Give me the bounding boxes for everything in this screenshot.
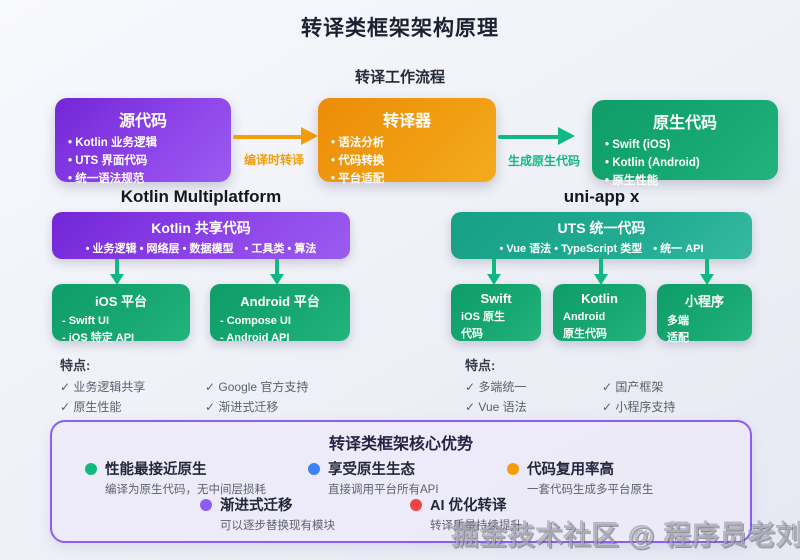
- arrow-right-line: [498, 135, 560, 139]
- advantage-desc: 编译为原生代码，无中间层损耗: [105, 484, 266, 496]
- ios-platform-item: - iOS 特定 API: [62, 331, 135, 344]
- transpiler-item: • 平台适配: [331, 172, 385, 185]
- uniapp-feature: ✓ 多端统一: [465, 380, 527, 394]
- arrow-right-line: [233, 135, 303, 139]
- advantage-title: 渐进式迁移: [220, 498, 293, 514]
- kmp-feature: ✓ 业务逻辑共享: [60, 380, 146, 394]
- advantage-title: 代码复用率高: [527, 462, 614, 478]
- kotlin-output-item: 原生代码: [563, 327, 607, 340]
- advantage-desc: 直接调用平台所有API: [328, 484, 439, 496]
- ios-platform-title: iOS 平台: [94, 294, 147, 309]
- uniapp-feature: ✓ 国产框架: [602, 380, 664, 394]
- transpiler-item: • 语法分析: [331, 137, 385, 149]
- connector-line: [705, 259, 709, 275]
- bullet-dot-icon: [308, 462, 320, 475]
- connector-line: [115, 259, 119, 275]
- arrow2-label: 生成原生代码: [507, 154, 580, 168]
- uniapp-section-header: uni-app x: [563, 187, 640, 206]
- bullet-dot-icon: [200, 498, 212, 511]
- connector-arrow-icon: [270, 274, 284, 285]
- kmp-feature: ✓ 原生性能: [60, 400, 122, 414]
- miniprogram-output-box: 小程序 多端 适配: [657, 284, 752, 344]
- kotlin-output-item: Android: [563, 311, 606, 323]
- connector-line: [492, 259, 496, 275]
- arrow-right-head-icon: [301, 127, 318, 145]
- ios-platform-item: - Swift UI: [62, 315, 110, 327]
- kotlin-output-box: Kotlin Android 原生代码: [553, 284, 646, 341]
- uts-shared-subtitle: • Vue 语法 • TypeScript 类型 • 统一 API: [499, 243, 704, 255]
- bullet-dot-icon: [85, 462, 97, 475]
- advantage-desc: 一套代码生成多平台原生: [527, 484, 654, 496]
- native-code-item: • Swift (iOS): [605, 139, 671, 151]
- arrow-right-head-icon: [558, 127, 575, 145]
- transpiler-box: 转译器 • 语法分析 • 代码转换 • 平台适配: [318, 98, 496, 185]
- miniprogram-output-item: 多端: [667, 315, 689, 327]
- watermark-text: 掘金技术社区 @ 程序员老刘: [452, 521, 800, 551]
- android-platform-box: Android 平台 - Compose UI - Android API: [210, 284, 350, 344]
- transpiler-item: • 代码转换: [331, 154, 385, 167]
- source-code-item: • 统一语法规范: [68, 172, 145, 185]
- flow-section-title: 转译工作流程: [354, 69, 445, 86]
- kmp-feature: ✓ 渐进式迁移: [205, 400, 279, 414]
- connector-arrow-icon: [487, 274, 501, 285]
- advantage-title: 享受原生生态: [328, 462, 415, 478]
- connector-line: [599, 259, 603, 275]
- kmp-shared-title: Kotlin 共享代码: [151, 220, 251, 236]
- kmp-shared-code-bar: Kotlin 共享代码 • 业务逻辑 • 网络层 • 数据模型 • 工具类 • …: [52, 212, 350, 259]
- kotlin-output-title: Kotlin: [581, 291, 618, 306]
- advantage-title: 性能最接近原生: [105, 462, 207, 478]
- core-advantages-title: 转译类框架核心优势: [328, 436, 473, 453]
- android-platform-title: Android 平台: [240, 294, 320, 309]
- advantage-item: AI 优化转译 转译质量持续提升: [410, 494, 522, 533]
- connector-arrow-icon: [110, 274, 124, 285]
- advantage-item: 性能最接近原生 编译为原生代码，无中间层损耗: [85, 458, 266, 497]
- uniapp-features-label: 特点:: [465, 358, 496, 373]
- uniapp-feature: ✓ 小程序支持: [602, 400, 676, 414]
- transpiler-box-title: 转译器: [382, 113, 431, 130]
- swift-output-item: iOS 原生: [461, 311, 506, 323]
- core-advantages-panel: [50, 420, 752, 543]
- swift-output-item: 代码: [461, 327, 483, 340]
- swift-output-title: Swift: [480, 291, 512, 306]
- advantage-item: 渐进式迁移 可以逐步替换现有模块: [200, 494, 335, 533]
- kmp-section-header: Kotlin Multiplatform: [120, 187, 282, 206]
- kmp-features-label: 特点:: [60, 358, 91, 373]
- native-code-item: • 原生性能: [605, 174, 659, 187]
- connector-line: [275, 259, 279, 275]
- bullet-dot-icon: [410, 498, 422, 511]
- kmp-feature: ✓ Google 官方支持: [205, 380, 309, 394]
- miniprogram-output-item: 适配: [667, 331, 689, 344]
- uts-shared-title: UTS 统一代码: [557, 220, 646, 236]
- uniapp-feature: ✓ Vue 语法: [465, 400, 527, 414]
- native-code-item: • Kotlin (Android): [605, 156, 700, 169]
- arrow1-label: 编译时转译: [243, 153, 304, 167]
- android-platform-item: - Compose UI: [220, 315, 291, 327]
- ios-platform-box: iOS 平台 - Swift UI - iOS 特定 API: [52, 284, 190, 344]
- connector-arrow-icon: [594, 274, 608, 285]
- source-code-item: • UTS 界面代码: [68, 154, 148, 167]
- advantage-item: 代码复用率高 一套代码生成多平台原生: [507, 458, 654, 497]
- source-code-item: • Kotlin 业务逻辑: [68, 137, 157, 149]
- advantage-desc: 转译质量持续提升: [430, 520, 522, 532]
- source-code-box: 源代码 • Kotlin 业务逻辑 • UTS 界面代码 • 统一语法规范: [55, 98, 231, 185]
- advantage-desc: 可以逐步替换现有模块: [220, 520, 335, 532]
- source-code-box-title: 源代码: [118, 113, 167, 130]
- swift-output-box: Swift iOS 原生 代码: [451, 284, 541, 341]
- page-title: 转译类框架架构原理: [301, 17, 499, 40]
- bullet-dot-icon: [507, 462, 519, 475]
- kmp-shared-subtitle: • 业务逻辑 • 网络层 • 数据模型 • 工具类 • 算法: [85, 243, 317, 255]
- android-platform-item: - Android API: [220, 331, 290, 344]
- native-code-box: 原生代码 • Swift (iOS) • Kotlin (Android) • …: [592, 100, 778, 187]
- miniprogram-output-title: 小程序: [684, 294, 724, 309]
- connector-arrow-icon: [700, 274, 714, 285]
- native-code-box-title: 原生代码: [652, 115, 717, 132]
- advantage-title: AI 优化转译: [430, 498, 507, 514]
- uts-shared-code-bar: UTS 统一代码 • Vue 语法 • TypeScript 类型 • 统一 A…: [451, 212, 752, 259]
- advantage-item: 享受原生生态 直接调用平台所有API: [308, 458, 439, 497]
